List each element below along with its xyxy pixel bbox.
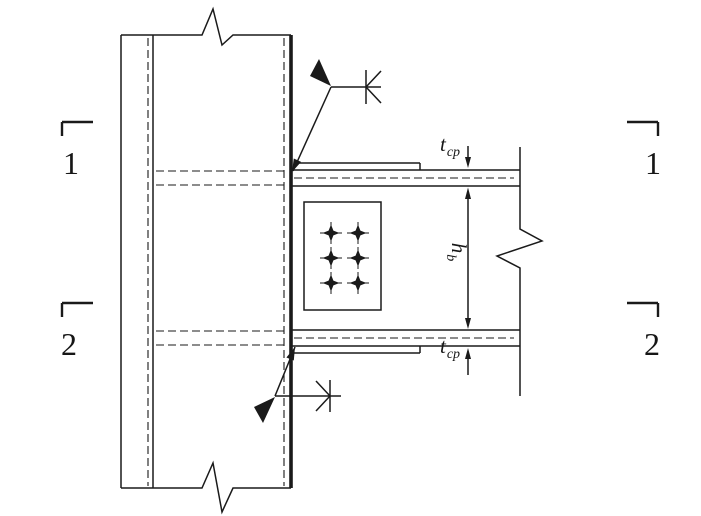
dim-letter: h <box>447 242 472 254</box>
dimension-tcp-top <box>465 146 471 168</box>
bolt-icon <box>347 222 369 244</box>
bolt-icon <box>320 272 342 294</box>
bolt-icon <box>320 222 342 244</box>
dim-arrowhead-icon <box>465 187 471 199</box>
column-left-flange-lines <box>120 35 154 488</box>
dimension-label-tcp-bottom: tcp <box>440 336 460 362</box>
dim-arrowhead-icon <box>465 157 471 168</box>
dimension-hb <box>465 187 471 329</box>
weld-type-symbol-icon <box>315 380 331 412</box>
dim-letter: t <box>440 132 446 156</box>
break-line-bottom-icon <box>121 460 291 515</box>
dim-subscript: cp <box>446 145 461 161</box>
bolt-icon <box>347 247 369 269</box>
break-line-beam-icon <box>495 147 544 396</box>
section-number-2-right: 2 <box>644 326 660 362</box>
dim-arrowhead-icon <box>465 318 471 329</box>
weld-type-symbol-icon <box>365 70 382 104</box>
weld-annotation-top <box>292 59 382 172</box>
field-weld-flag-icon <box>254 397 275 423</box>
bolt-icon <box>320 247 342 269</box>
web-splice-plate <box>303 201 382 311</box>
bolt-icon <box>347 272 369 294</box>
bolt-group <box>320 222 369 294</box>
weld-arrowhead-icon <box>292 158 302 172</box>
break-line-top-icon <box>121 6 291 47</box>
section-marker-1-left <box>60 120 93 136</box>
weld-annotation-bottom <box>254 346 341 423</box>
column-face-line <box>283 35 293 488</box>
dimension-label-hb: hb <box>442 242 472 262</box>
dimension-label-tcp-top: tcp <box>440 134 460 160</box>
field-weld-flag-icon <box>310 59 331 86</box>
section-marker-1-right <box>627 120 660 136</box>
dim-subscript: cp <box>446 347 461 363</box>
dim-letter: t <box>440 334 446 358</box>
beam-lower-flange <box>156 329 520 354</box>
beam-upper-flange <box>156 162 520 187</box>
dim-subscript: b <box>442 254 458 262</box>
section-number-1-right: 1 <box>645 145 661 181</box>
dimension-tcp-bottom <box>465 348 471 375</box>
weld-arrowhead-icon <box>286 347 295 361</box>
section-marker-2-right <box>627 301 660 317</box>
section-number-1-left: 1 <box>63 145 79 181</box>
dim-arrowhead-icon <box>465 348 471 359</box>
section-number-2-left: 2 <box>61 326 77 362</box>
section-marker-2-left <box>60 301 93 317</box>
